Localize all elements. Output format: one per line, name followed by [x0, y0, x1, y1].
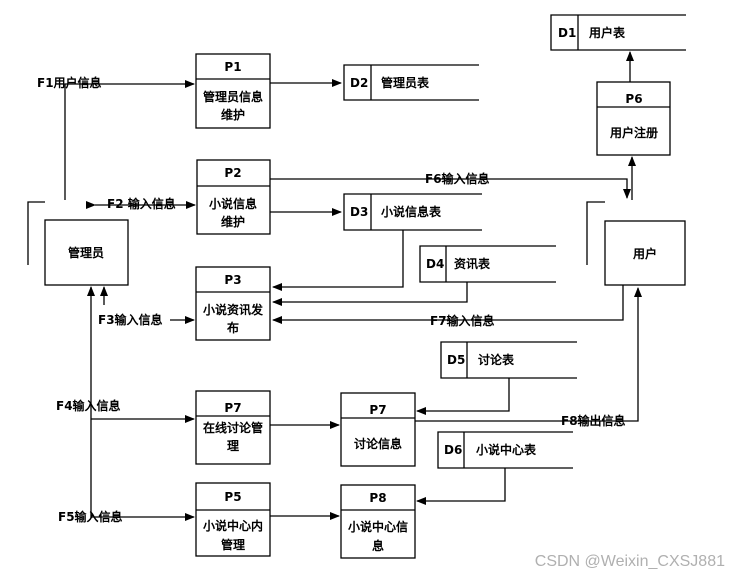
watermark: CSDN @Weixin_CXSJ881 [535, 553, 725, 570]
datastore-d4 [419, 245, 556, 283]
flow-f7-label: F7输入信息 [430, 313, 495, 328]
process-p6 [596, 81, 671, 156]
process-p7-discussion-info [340, 392, 416, 467]
d3-id: D3 [350, 205, 368, 219]
p3-line2: 布 [227, 320, 239, 335]
d4-name: 资讯表 [454, 256, 491, 271]
d5-name: 讨论表 [478, 352, 515, 367]
flow-f3-label: F3输入信息 [98, 312, 163, 327]
flow-f1-label: F1用户信息 [37, 75, 102, 90]
p2-line1: 小说信息 [209, 196, 257, 211]
p6-line1: 用户注册 [609, 125, 658, 140]
flow-f8-label: F8输出信息 [561, 413, 626, 428]
flow-f1 [64, 80, 195, 200]
p5-id: P5 [224, 490, 241, 504]
p2-id: P2 [224, 166, 241, 180]
p5-line2: 管理 [221, 537, 245, 552]
flow-f4-label: F4输入信息 [56, 398, 121, 413]
p3-line1: 小说资讯发 [203, 302, 264, 317]
entity-user-label: 用户 [632, 246, 657, 261]
p1-id: P1 [224, 60, 241, 74]
entity-admin-label: 管理员 [68, 245, 104, 260]
p7a-id: P7 [224, 401, 241, 415]
entity-admin [27, 201, 129, 286]
flow-f8 [415, 287, 642, 422]
d6-name: 小说中心表 [476, 442, 537, 457]
process-p7-online-discussion [195, 390, 271, 465]
p1-line2: 维护 [221, 107, 245, 122]
p7a-line1: 在线讨论管 [203, 420, 263, 435]
datastore-d2 [343, 64, 479, 101]
flow-f7 [272, 285, 624, 324]
flow-f5-label: F5输入信息 [58, 509, 123, 524]
d2-name: 管理员表 [381, 75, 430, 90]
datastore-d1 [550, 14, 686, 51]
flow-d4-p3 [272, 282, 468, 306]
flow-f6 [270, 178, 631, 199]
datastore-d3 [343, 193, 482, 231]
p7b-id: P7 [369, 403, 386, 417]
p6-id: P6 [625, 92, 642, 106]
p8-line1: 小说中心信 [348, 519, 408, 534]
d1-name: 用户表 [588, 25, 626, 40]
process-p8 [340, 484, 416, 559]
p7a-line2: 理 [227, 439, 239, 453]
flow-d5-p7 [416, 378, 510, 415]
p8-id: P8 [369, 491, 386, 505]
p7b-line1: 讨论信息 [354, 436, 402, 451]
p8-line2: 息 [372, 538, 384, 553]
d6-id: D6 [444, 443, 462, 457]
process-p2 [196, 159, 271, 235]
process-p1 [195, 53, 271, 129]
p5-line1: 小说中心内 [203, 518, 263, 533]
d5-id: D5 [447, 353, 465, 367]
d2-id: D2 [350, 76, 368, 90]
p1-line1: 管理员信息 [203, 89, 263, 104]
flow-f2-label: F2 输入信息 [107, 196, 176, 211]
d3-name: 小说信息表 [381, 204, 442, 219]
flow-d3-p3 [272, 230, 404, 291]
entity-user [586, 201, 686, 286]
p3-id: P3 [224, 273, 241, 287]
flow-d6-p8 [416, 468, 506, 505]
process-p3 [195, 266, 271, 341]
p2-line2: 维护 [221, 214, 245, 229]
d1-id: D1 [558, 26, 576, 40]
process-p5 [195, 482, 271, 557]
d4-id: D4 [426, 257, 444, 271]
flow-f6-label: F6输入信息 [425, 171, 490, 186]
